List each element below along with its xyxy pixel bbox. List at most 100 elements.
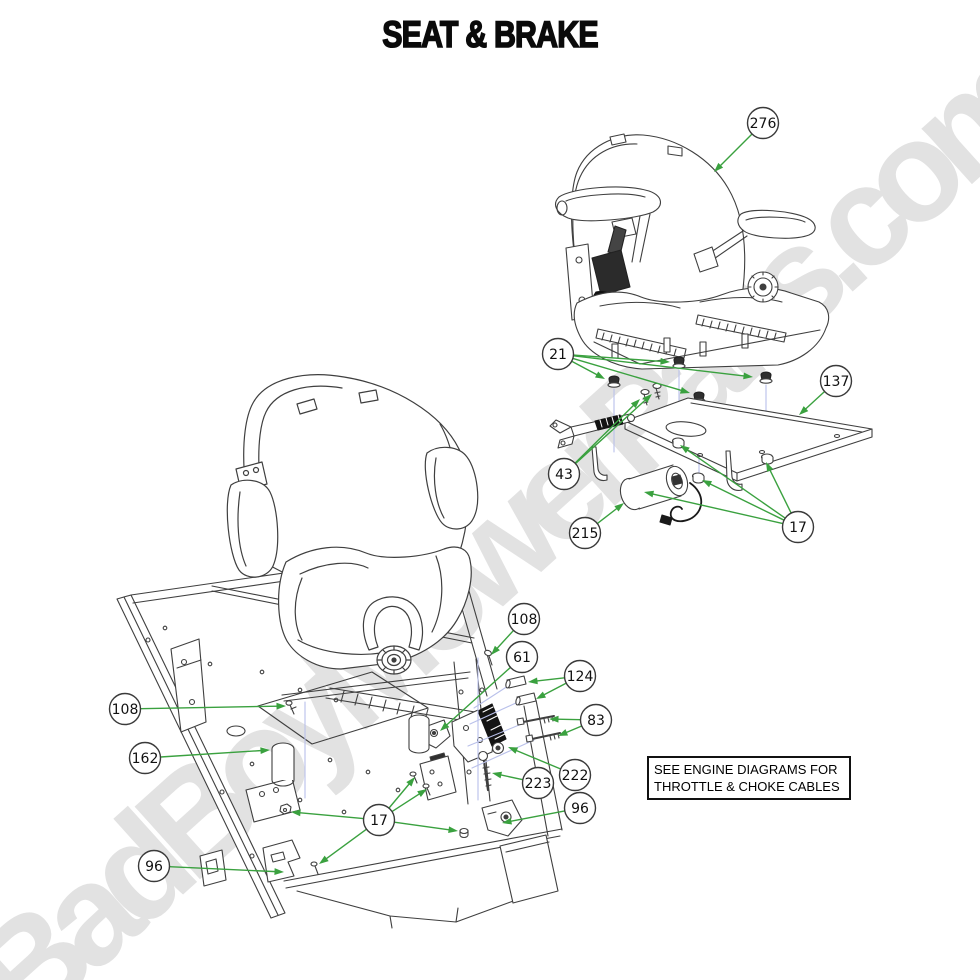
callout-108: 108 bbox=[491, 602, 541, 655]
callout-137: 137 bbox=[799, 364, 853, 415]
leader-line bbox=[394, 821, 451, 831]
leader-line bbox=[495, 629, 515, 650]
callout-17: 17 bbox=[644, 445, 815, 544]
part-callout-215-4[interactable] bbox=[568, 516, 602, 550]
leader-line bbox=[160, 749, 263, 758]
part-callout-276-0[interactable] bbox=[746, 106, 780, 140]
callout-21: 21 bbox=[541, 337, 753, 394]
leader-arrowhead-icon bbox=[440, 722, 450, 731]
part-callout-223-15[interactable] bbox=[521, 766, 555, 800]
leader-arrowhead-icon bbox=[276, 702, 286, 710]
engine-note-box: SEE ENGINE DIAGRAMS FOR THROTTLE & CHOKE… bbox=[647, 756, 851, 800]
part-number-label: 61 bbox=[513, 650, 531, 666]
page-title: SEAT & BRAKE bbox=[382, 13, 600, 56]
leader-arrowhead-icon bbox=[319, 855, 329, 864]
callout-108: 108 bbox=[108, 692, 286, 726]
part-callout-43-3[interactable] bbox=[547, 457, 581, 491]
leader-arrowhead-icon bbox=[274, 868, 284, 875]
leader-arrowhead-icon bbox=[536, 691, 546, 699]
part-callout-17-9[interactable] bbox=[362, 803, 396, 837]
leader-line bbox=[804, 390, 826, 411]
leader-arrowhead-icon bbox=[630, 399, 640, 409]
part-callout-108-6[interactable] bbox=[108, 692, 142, 726]
part-number-label: 96 bbox=[571, 801, 589, 817]
leader-arrowhead-icon bbox=[644, 490, 655, 498]
leader-line bbox=[169, 866, 277, 873]
leader-arrowhead-icon bbox=[660, 357, 670, 365]
engine-note-line2: THROTTLE & CHOKE CABLES bbox=[654, 779, 840, 794]
part-callout-162-7[interactable] bbox=[128, 741, 162, 775]
leader-line bbox=[573, 355, 746, 377]
leader-line bbox=[556, 718, 581, 721]
callout-223: 223 bbox=[492, 766, 555, 800]
part-callout-21-1[interactable] bbox=[541, 337, 575, 371]
part-number-label: 108 bbox=[112, 702, 139, 718]
seat-assembly-top-drawing bbox=[555, 133, 830, 475]
leader-line bbox=[535, 677, 565, 682]
part-number-label: 215 bbox=[572, 526, 599, 542]
callout-96: 96 bbox=[137, 849, 284, 883]
leader-line bbox=[388, 782, 411, 809]
part-number-label: 17 bbox=[789, 520, 807, 536]
leader-arrowhead-icon bbox=[743, 372, 753, 380]
part-callout-124-12[interactable] bbox=[563, 659, 597, 693]
leader-arrowhead-icon bbox=[417, 789, 427, 798]
part-callout-61-11[interactable] bbox=[505, 640, 539, 674]
part-number-label: 96 bbox=[145, 859, 163, 875]
part-number-label: 21 bbox=[549, 347, 567, 363]
engine-note-line1: SEE ENGINE DIAGRAMS FOR bbox=[654, 762, 838, 777]
seat-plate-drawing bbox=[549, 382, 873, 526]
part-callout-17-5[interactable] bbox=[781, 510, 815, 544]
callout-162: 162 bbox=[128, 741, 270, 775]
part-number-label: 276 bbox=[750, 116, 777, 132]
leader-line bbox=[542, 682, 567, 696]
callout-83: 83 bbox=[549, 703, 613, 737]
part-number-label: 108 bbox=[511, 612, 538, 628]
leader-arrowhead-icon bbox=[492, 771, 503, 779]
part-callout-137-2[interactable] bbox=[819, 364, 853, 398]
leader-line bbox=[573, 354, 663, 363]
leader-line bbox=[686, 448, 786, 519]
leader-arrowhead-icon bbox=[528, 677, 538, 685]
leader-line bbox=[571, 360, 599, 376]
leader-arrowhead-icon bbox=[642, 394, 652, 403]
leader-arrowhead-icon bbox=[549, 715, 559, 723]
leader-arrowhead-icon bbox=[448, 826, 458, 834]
leader-line bbox=[298, 812, 364, 820]
leader-line bbox=[325, 828, 367, 860]
part-number-label: 137 bbox=[823, 374, 850, 390]
leader-line bbox=[719, 133, 753, 167]
leader-arrowhead-icon bbox=[614, 503, 624, 512]
callout-61: 61 bbox=[440, 640, 539, 731]
leader-line bbox=[574, 398, 647, 465]
leader-line bbox=[445, 666, 511, 727]
leader-arrowhead-icon bbox=[502, 817, 512, 825]
leader-line bbox=[574, 404, 635, 464]
callout-96: 96 bbox=[502, 791, 597, 825]
seat-drawing-main bbox=[226, 374, 479, 675]
part-callout-222-14[interactable] bbox=[558, 758, 592, 792]
part-number-label: 222 bbox=[562, 768, 589, 784]
leader-arrowhead-icon bbox=[680, 445, 690, 454]
leader-arrowhead-icon bbox=[558, 729, 569, 736]
leader-line bbox=[565, 725, 582, 734]
leader-line bbox=[596, 507, 619, 525]
callout-215: 215 bbox=[568, 503, 624, 550]
part-callout-108-10[interactable] bbox=[507, 602, 541, 636]
leader-line bbox=[509, 810, 565, 823]
callout-17: 17 bbox=[291, 777, 458, 864]
part-callout-96-16[interactable] bbox=[563, 791, 597, 825]
part-callout-83-13[interactable] bbox=[579, 703, 613, 737]
leader-line bbox=[391, 792, 421, 813]
part-callout-96-8[interactable] bbox=[137, 849, 171, 883]
callout-124: 124 bbox=[528, 659, 597, 699]
part-number-label: 124 bbox=[567, 669, 594, 685]
leader-line bbox=[572, 357, 683, 392]
leader-line bbox=[708, 482, 785, 521]
leader-arrowhead-icon bbox=[260, 747, 270, 754]
leader-arrowhead-icon bbox=[595, 371, 605, 379]
leader-arrowhead-icon bbox=[291, 809, 301, 817]
